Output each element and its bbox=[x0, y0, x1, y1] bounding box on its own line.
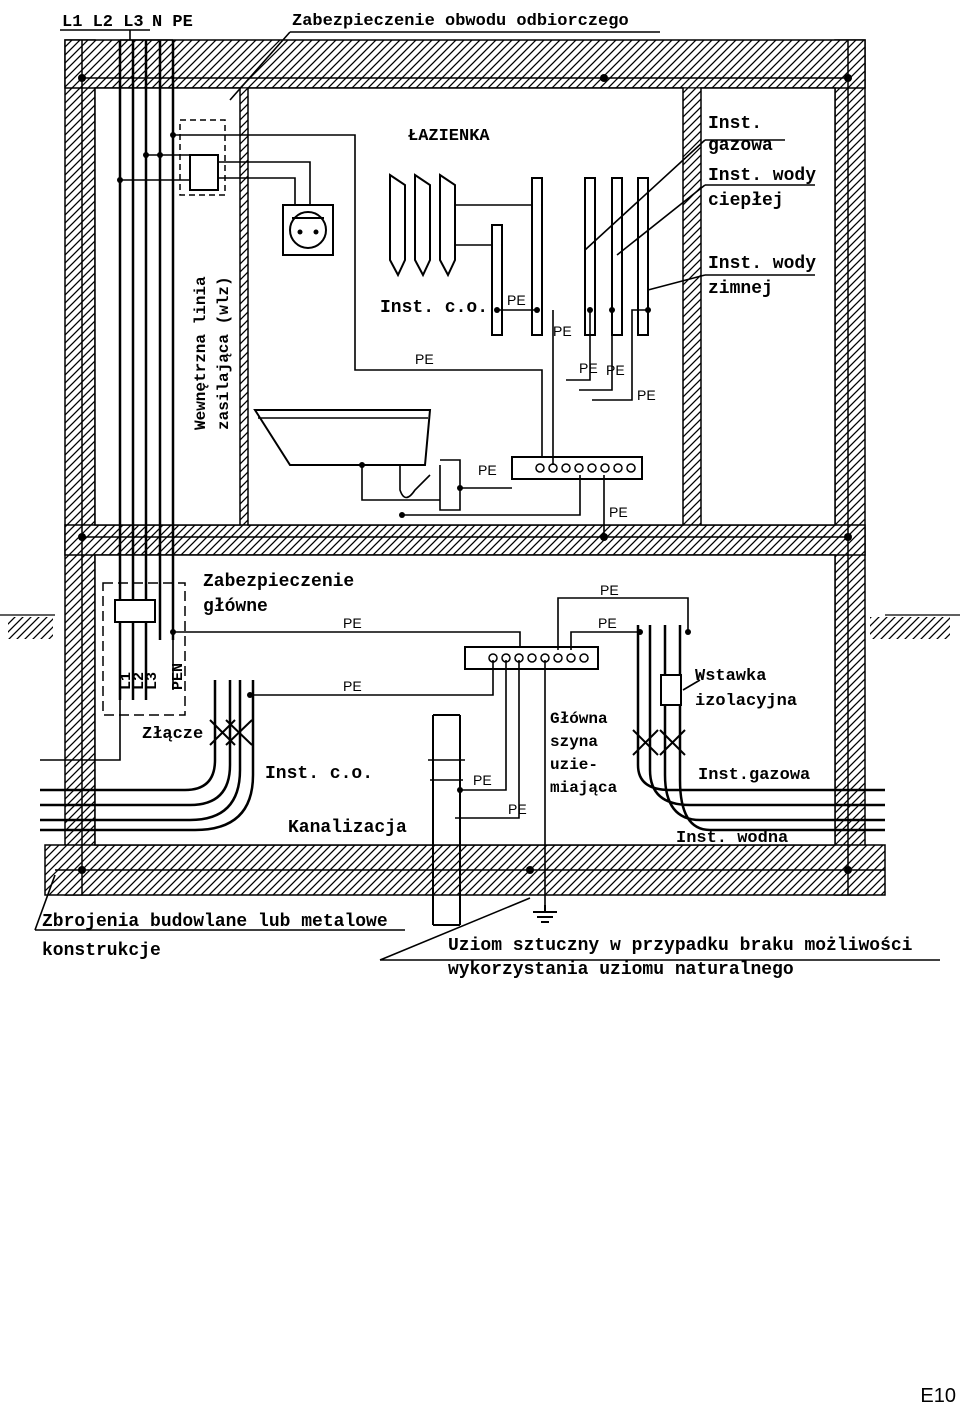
building-walls bbox=[44, 39, 886, 896]
insert-label-1: Wstawka bbox=[695, 667, 766, 686]
cold-water-label: Inst. wody bbox=[708, 254, 816, 274]
heating-lower-label: Inst. c.o. bbox=[265, 764, 373, 784]
connector-label: Złącze bbox=[142, 725, 203, 744]
cold-water-label-2: zimnej bbox=[708, 279, 773, 299]
gas-label-2: gazowa bbox=[708, 136, 773, 156]
ground-hatching bbox=[0, 614, 960, 639]
radiator bbox=[389, 173, 543, 336]
hot-water-label: Inst. wody bbox=[708, 166, 816, 186]
pe-label: PE bbox=[415, 351, 434, 367]
hot-water-label-2: ciepłej bbox=[708, 191, 784, 211]
bathroom-bonding-bar bbox=[402, 307, 651, 537]
pe-label: PE bbox=[343, 678, 362, 694]
l2-label: L2 bbox=[131, 672, 148, 690]
pe-label: PE bbox=[508, 801, 527, 817]
circuit-protection bbox=[120, 119, 543, 465]
main-bonding-bar bbox=[247, 597, 691, 910]
leader-lines bbox=[34, 31, 815, 931]
pe-label: PE bbox=[609, 504, 628, 520]
sewage-label: Kanalizacja bbox=[288, 818, 407, 838]
pe-label: PE bbox=[473, 772, 492, 788]
main-bus-label-4: miająca bbox=[550, 779, 618, 797]
phases-label: L1 L2 L3 bbox=[62, 13, 144, 32]
bathroom-label: ŁAZIENKA bbox=[408, 127, 490, 146]
reinforcement-label-1: Zbrojenia budowlane lub metalowe bbox=[42, 912, 388, 932]
water-lower-label: Inst. wodna bbox=[676, 829, 788, 848]
earth-electrode bbox=[379, 897, 940, 961]
circuit-protection-label: Zabezpieczenie obwodu odbiorczego bbox=[292, 12, 629, 31]
feeder-lines bbox=[60, 29, 176, 700]
gas-lower-label: Inst.gazowa bbox=[698, 766, 810, 785]
main-bus-label-2: szyna bbox=[550, 733, 598, 751]
pe-label: PE bbox=[579, 360, 598, 376]
heating-pipes-lower bbox=[40, 680, 255, 832]
main-protection-label-2: główne bbox=[203, 597, 268, 617]
heating-upper-label: Inst. c.o. bbox=[380, 298, 488, 318]
sewage-pipe bbox=[428, 714, 465, 926]
pe-label: PE bbox=[343, 615, 362, 631]
riser-label-1: Wewnętrzna linia bbox=[192, 276, 210, 430]
pe-label: PE bbox=[606, 362, 625, 378]
earth-electrode-label-2: wykorzystania uziomu naturalnego bbox=[448, 960, 794, 980]
pe-label: PE bbox=[507, 292, 526, 308]
pe-label: PE bbox=[553, 323, 572, 339]
reinforcement-label-2: konstrukcje bbox=[42, 941, 161, 961]
riser-label-2: zasilająca (wlz) bbox=[215, 276, 233, 430]
l1-label: L1 bbox=[118, 672, 135, 690]
pe-label: PE bbox=[478, 462, 497, 478]
earth-electrode-label-1: Uziom sztuczny w przypadku braku możliwo… bbox=[448, 936, 913, 956]
insert-label-2: izolacyjna bbox=[695, 692, 797, 711]
pe-label: PE bbox=[600, 582, 619, 598]
main-bus-label-1: Główna bbox=[550, 710, 608, 728]
main-bus-label-3: uzie- bbox=[550, 756, 598, 774]
main-protection bbox=[40, 582, 521, 761]
main-protection-label-1: Zabezpieczenie bbox=[203, 572, 354, 592]
gas-label: Inst. bbox=[708, 114, 762, 134]
l3-label: L3 bbox=[144, 672, 161, 690]
pe-label: PE bbox=[598, 615, 617, 631]
bathtub bbox=[253, 409, 463, 518]
pen-label: PEN bbox=[170, 663, 187, 690]
gas-water-pipes-lower bbox=[632, 625, 885, 832]
n-pe-label: N PE bbox=[152, 13, 193, 32]
bonding-diagram: L1 L2 L3 N PE Zabezpieczenie obwodu odbi… bbox=[0, 12, 960, 980]
page-number: E10 bbox=[920, 1385, 956, 1407]
pe-label: PE bbox=[637, 387, 656, 403]
